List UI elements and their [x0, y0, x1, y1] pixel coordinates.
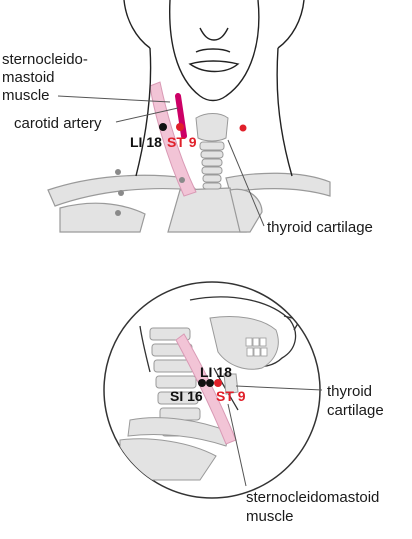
st9-label-bottom: ST 9 [216, 388, 246, 404]
bone-marker [179, 177, 185, 183]
scm-muscle-front [149, 81, 197, 197]
trachea [195, 113, 229, 190]
head-outline [123, 0, 305, 177]
thyroid-cartilage-label-line2: cartilage [327, 402, 384, 419]
si16-label-bottom: SI 16 [170, 388, 203, 404]
shoulder-bones-lateral [119, 417, 231, 481]
scm-bottom-label-line1: sternocleidomastoid [246, 489, 379, 506]
cervical-vertebrae [149, 327, 203, 437]
st9-point-top [176, 123, 184, 131]
bone-marker [115, 210, 121, 216]
point-red-marker [239, 124, 247, 132]
bone-marker [115, 169, 121, 175]
thyroid-cartilage-label-line1: thyroid [327, 383, 372, 400]
lateral-view-figure: LI 18 SI 16 ST 9 thyroid cartilage stern… [103, 281, 384, 525]
leader-lines-top [57, 95, 265, 227]
front-view-figure: LI 18 ST 9 sternocleido- mastoid muscle … [2, 0, 373, 236]
clavicle-bones [47, 172, 331, 233]
scm-label-line2: mastoid [2, 69, 55, 86]
scm-bottom-label-line2: muscle [246, 508, 294, 525]
scm-label-line3: muscle [2, 87, 50, 104]
li18-point-top [159, 123, 167, 131]
scm-muscle-lateral [175, 333, 237, 445]
thyroid-cartilage-label-top: thyroid cartilage [267, 219, 373, 236]
leader-lines-bottom [227, 385, 323, 487]
li18-label-top: LI 18 [130, 134, 162, 150]
li18-point-bottom [206, 379, 214, 387]
li18-label-bottom: LI 18 [200, 364, 232, 380]
thyroid-cartilage-shape [223, 373, 239, 395]
carotid-artery-label: carotid artery [14, 115, 102, 132]
st9-point-bottom [214, 379, 222, 387]
scm-label-line1: sternocleido- [2, 51, 88, 68]
st9-label-top: ST 9 [167, 134, 197, 150]
teeth [245, 337, 268, 357]
si16-point-bottom [198, 379, 206, 387]
bone-marker [118, 190, 124, 196]
carotid-artery [175, 93, 187, 139]
